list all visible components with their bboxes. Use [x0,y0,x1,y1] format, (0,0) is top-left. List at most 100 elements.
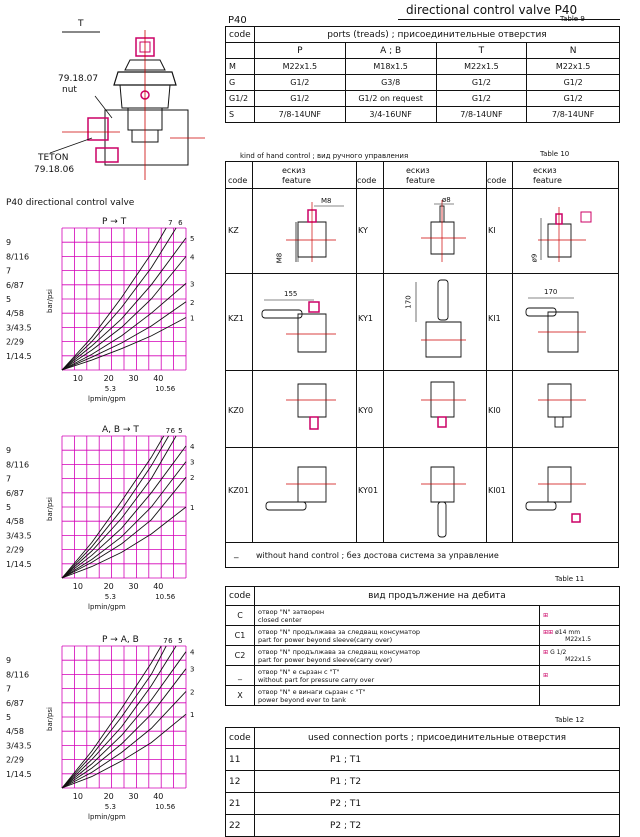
hand-control-sketches [261,200,592,538]
table9-cell: M22x1.5 [526,58,620,75]
chart-y-tick-label: 9 [6,656,11,665]
table-9: code ports (treads) ; присоединительные … [225,26,621,123]
table12-ports: P1 ; T1 [253,748,621,771]
chart-x-tick-label: 10 [73,374,83,383]
chart-x-axis-label: lpmin/gpm [88,603,126,611]
table9-code: S [225,106,255,123]
chart-x-tick-label: 40 [153,792,163,801]
chart-x-tick-label: 20 [104,582,114,591]
table12-ports: P2 ; T2 [253,814,621,837]
chart-series-line [61,256,187,371]
chart-y-tick-label: 7 [6,685,11,694]
chart-y-tick-label: 8/116 [6,460,29,469]
table9-header-row: code ports (treads) ; присоединительные … [225,26,621,43]
table10-code-header: code [357,176,377,185]
chart-y-tick-label: 5 [6,295,11,304]
chart-curve-label: 6 [178,219,183,227]
table10-footer-text: without hand control ; без достова систе… [256,551,499,560]
table10-feature-header: feature [406,176,435,185]
chart-y-tick-label: 3/43.5 [6,531,32,540]
chart-y-tick-label: 1/14.5 [6,560,32,569]
chart-y-tick-label: 4/58 [6,517,24,526]
chart-y-tick-label: 8/116 [6,252,29,261]
table10-code: KI1 [488,314,501,323]
nut-code: 79.18.07 [58,74,99,84]
table9-cell: 7/8-14UNF [526,106,620,123]
chart-series-line [61,476,187,579]
table-10: code ескиз feature code ескиз feature co… [225,161,619,568]
table10-code-header: code [228,176,248,185]
table-row: 21 P2 ; T1 [225,792,621,815]
chart-curve-label: 1 [190,504,194,512]
table12-code: 12 [225,770,255,793]
chart-curve-label: 1 [190,314,194,322]
valve-drawing: T 79.18.07 nut TETON 79.18.06 [0,0,215,190]
table-row: C2 отвор "N" продължава за следващ консу… [225,645,620,666]
table-row: 22 P2 ; T2 [225,814,621,837]
table11-desc: отвор "N" е винаги сьрзан с "T"power bey… [253,685,541,706]
chart-x-axis-label: lpmin/gpm [88,395,126,403]
table-row: G G1/2 G3/8 G1/2 G1/2 [225,74,620,91]
chart-x-tick-label: 30 [128,374,138,383]
chart-y-tick-label: 8/116 [6,670,29,679]
chart-y-tick-label: 9 [6,446,11,455]
chart-y-tick-label: 6/87 [6,489,24,498]
table10-code: KY01 [358,486,379,495]
charts-svg: P → T98/11676/8754/583/43.52/291/14.5bar… [6,217,195,821]
chart-series-line [61,301,187,371]
table10-sketch-header: ескиз [406,166,430,175]
chart-x-tick-label: 40 [153,582,163,591]
table11-code: X [225,685,255,706]
chart-y-tick-label: 2/29 [6,756,24,765]
dim-label: M8 [275,252,284,264]
table12-ports: P1 ; T2 [253,770,621,793]
chart-series-line [61,461,187,579]
table11-symbol [539,685,620,706]
chart-x-sub-label: 10.56 [155,803,176,811]
table11-code: _ [225,665,255,686]
chart-y-tick-label: 4/58 [6,727,24,736]
chart-curve-label: 6 [168,637,173,645]
chart-y-tick-label: 9 [6,238,11,247]
dim-label: 155 [284,290,298,298]
table9-code: G [225,74,255,91]
teton-label: TETON [38,153,69,163]
table9-col: A ; B [344,42,437,59]
table10-footer-code: _ [234,549,239,559]
table11-title: вид продължение на дебита [253,586,621,606]
chart-x-sub-label: 10.56 [155,593,176,601]
table11-desc: отвор "N" продължава за следващ консумат… [253,625,541,646]
chart-x-axis-label: lpmin/gpm [88,813,126,821]
table9-cell: G1/2 [435,74,528,91]
table9-cell: G1/2 [526,90,620,107]
table9-label: Table 9 [560,15,585,23]
chart-y-tick-label: 7 [6,475,11,484]
table11-symbol: ⊞ [539,665,620,686]
chart-series-line [61,227,177,371]
table11-code: C2 [225,645,255,666]
dim-label: ø9 [530,253,539,263]
table12-ports: P2 ; T1 [253,792,621,815]
table9-cell: G1/2 [435,90,528,107]
table-row: 12 P1 ; T2 [225,770,621,793]
table9-cell: G1/2 [253,90,346,107]
table10-feature-header: feature [533,176,562,185]
chart-series-line [61,645,167,789]
chart-curve-label: 1 [190,711,194,719]
chart-y-tick-label: 4/58 [6,309,24,318]
chart-curve-label: 5 [190,235,194,243]
dim-label: 170 [544,288,558,296]
table10-code: KY1 [358,314,373,323]
table9-cell: 7/8-14UNF [435,106,528,123]
table-row: C1 отвор "N" продължава за следващ консу… [225,625,620,646]
table9-cell: 7/8-14UNF [253,106,346,123]
table10-code: KI [488,226,496,235]
table10-code: KZ01 [228,486,249,495]
chart-y-tick-label: 1/14.5 [6,352,32,361]
chart-title: P → A, B [102,635,139,645]
table-row: G1/2 G1/2 G1/2 on request G1/2 G1/2 [225,90,620,107]
table10-code: KZ0 [228,406,244,415]
dim-label: ø8 [442,196,451,204]
